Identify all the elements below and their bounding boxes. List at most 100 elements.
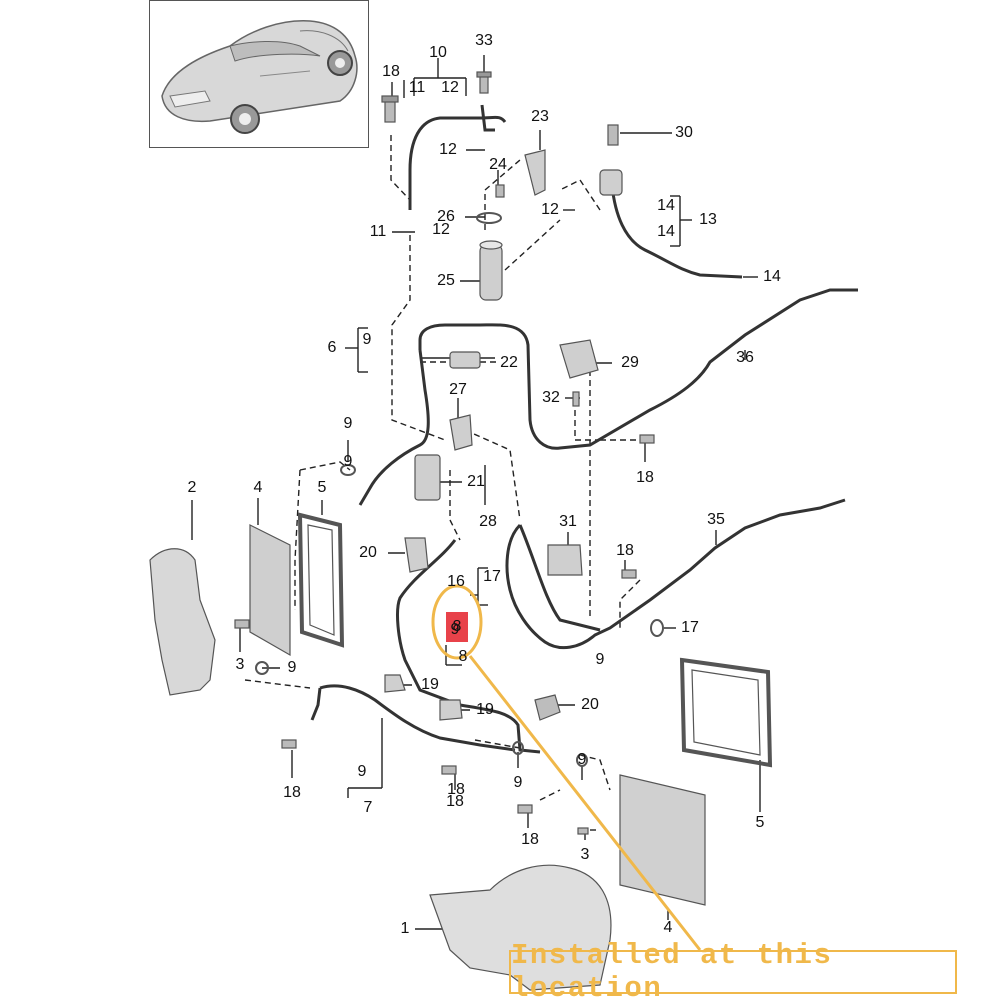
- callout-31: 31: [559, 513, 577, 530]
- seal-ring-17: [650, 619, 664, 637]
- callout-9: 9: [343, 415, 353, 432]
- callout-23: 23: [531, 108, 549, 125]
- bracket-23: [524, 149, 546, 196]
- callout-14: 14: [763, 268, 781, 285]
- highlighted-part-8: 8: [446, 612, 468, 642]
- callout-18: 18: [283, 784, 301, 801]
- bolt-18-low-c: [517, 804, 533, 814]
- callout-18: 18: [521, 831, 539, 848]
- callout-18: 18: [382, 63, 400, 80]
- bolt-3-left: [234, 619, 250, 629]
- clip-22: [449, 351, 481, 369]
- callout-27: 27: [449, 381, 467, 398]
- callout-25: 25: [437, 272, 455, 289]
- receiver-drier-25: [479, 240, 503, 301]
- callout-6: 6: [327, 339, 337, 356]
- callout-9: 9: [362, 331, 372, 348]
- callout-18: 18: [616, 542, 634, 559]
- seal-ring-9-low: [255, 661, 269, 675]
- banner-text: Installed at this location: [511, 939, 833, 1005]
- callout-16: 16: [447, 573, 465, 590]
- callout-9: 9: [577, 751, 587, 768]
- valve-21: [414, 454, 441, 501]
- callout-8: 8: [458, 648, 468, 665]
- callout-14: 14: [657, 223, 675, 240]
- clip-20-left: [404, 537, 429, 573]
- ac-pipes: [310, 104, 858, 754]
- callout-7: 7: [363, 799, 373, 816]
- callout-9: 9: [513, 774, 523, 791]
- callout-5: 5: [317, 479, 327, 496]
- callout-9: 9: [287, 659, 297, 676]
- callout-18: 18: [636, 469, 654, 486]
- callout-20: 20: [581, 696, 599, 713]
- clamp-19-b: [439, 699, 463, 721]
- control-unit-29: [559, 339, 599, 379]
- callout-20: 20: [359, 544, 377, 561]
- callout-12: 12: [432, 221, 450, 238]
- bolt-32: [572, 391, 580, 407]
- seal-ring-9-c: [512, 741, 524, 755]
- air-duct-1: [429, 864, 612, 991]
- bracket-27: [449, 414, 473, 451]
- callout-18: 18: [447, 781, 465, 798]
- seal-ring-9-left: [340, 464, 356, 476]
- sensor-30: [599, 124, 623, 196]
- seal-ring-26: [476, 212, 502, 224]
- bolt-24: [495, 184, 505, 198]
- highlighted-part-label: 8: [452, 618, 462, 635]
- callout-32: 32: [542, 389, 560, 406]
- callout-22: 22: [500, 354, 518, 371]
- callout-13: 13: [699, 211, 717, 228]
- callout-9: 9: [450, 621, 460, 638]
- callout-11: 11: [369, 223, 387, 240]
- callout-30: 30: [675, 124, 693, 141]
- clip-20-low: [534, 694, 561, 721]
- callout-17: 17: [483, 568, 501, 585]
- callout-35: 35: [707, 511, 725, 528]
- bolt-33: [476, 71, 492, 94]
- callout-1: 1: [400, 920, 410, 937]
- callout-9: 9: [595, 651, 605, 668]
- callout-5: 5: [755, 814, 765, 831]
- callout-12: 12: [541, 201, 559, 218]
- condenser-4-left: [249, 524, 291, 657]
- bolt-18-right: [621, 569, 637, 579]
- clip-31: [547, 544, 583, 576]
- callout-24: 24: [489, 156, 507, 173]
- frame-5-left: [297, 512, 345, 648]
- car-thumbnail-illustration: [161, 20, 358, 134]
- callout-19: 19: [476, 701, 494, 718]
- callout-4: 4: [663, 919, 673, 936]
- installed-location-annotation: [431, 584, 702, 951]
- callout-29: 29: [621, 354, 639, 371]
- callout-36: 36: [736, 349, 754, 366]
- callout-3: 3: [235, 656, 245, 673]
- bolt-18-low-a: [281, 739, 297, 749]
- callout-10: 10: [429, 44, 447, 61]
- bolt-18-top: [381, 95, 399, 123]
- callout-9: 9: [343, 453, 353, 470]
- seal-ring-9-d: [576, 753, 588, 767]
- callout-11: 11: [408, 79, 426, 96]
- callout-28: 28: [479, 513, 497, 530]
- bolt-18-mid: [639, 434, 655, 444]
- frame-5-right: [679, 657, 773, 768]
- bolt-18-low-b: [441, 765, 457, 775]
- callout-12: 12: [439, 141, 457, 158]
- callout-2: 2: [187, 479, 197, 496]
- condenser-4-right: [619, 774, 706, 906]
- callout-19: 19: [421, 676, 439, 693]
- parts: [149, 71, 773, 991]
- clamp-19-a: [384, 674, 406, 693]
- car-thumbnail-frame: [149, 0, 369, 148]
- callout-18: 18: [446, 793, 464, 810]
- callout-33: 33: [475, 32, 493, 49]
- callout-14: 14: [657, 197, 675, 214]
- air-duct-2: [149, 548, 216, 696]
- callout-9: 9: [357, 763, 367, 780]
- bolt-3-right: [577, 827, 589, 835]
- callout-17: 17: [681, 619, 699, 636]
- callout-3: 3: [580, 846, 590, 863]
